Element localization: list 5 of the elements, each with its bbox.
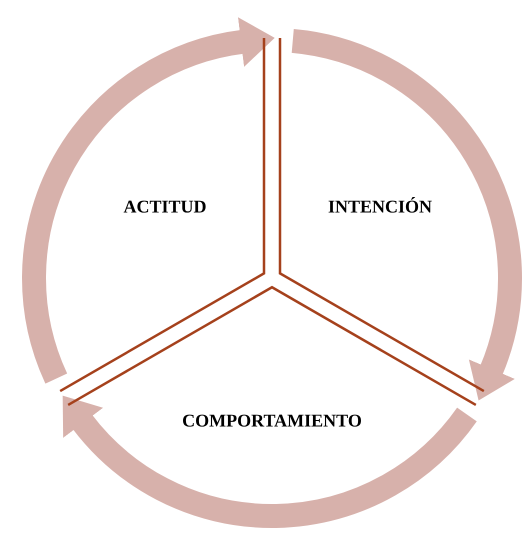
segment-label: COMPORTAMIENTO bbox=[182, 410, 362, 432]
curved-arrow bbox=[22, 18, 274, 383]
segment-label: ACTITUD bbox=[124, 196, 206, 218]
curved-arrow bbox=[61, 396, 476, 528]
segment-label: INTENCIÓN bbox=[328, 196, 432, 218]
